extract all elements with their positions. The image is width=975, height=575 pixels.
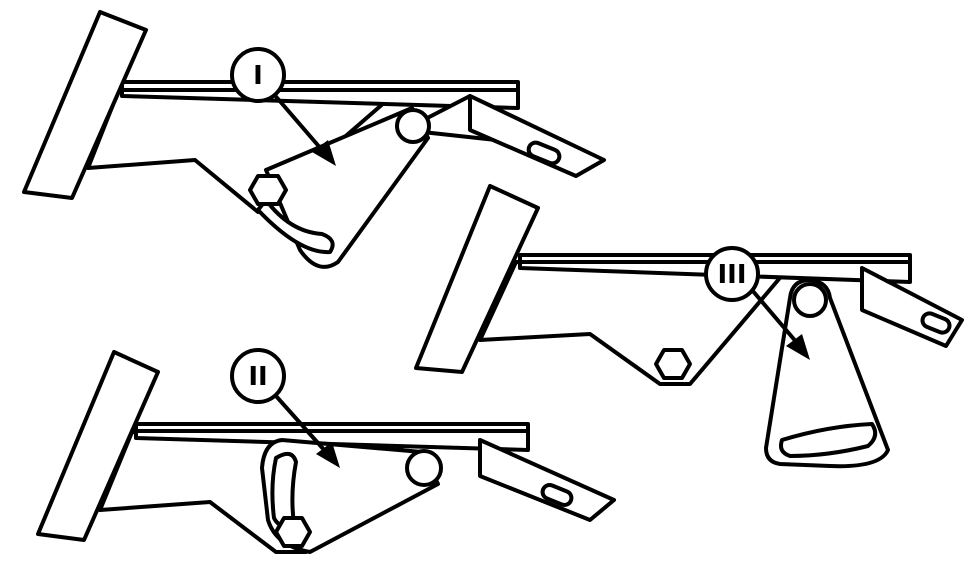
callout-three-label: III bbox=[717, 260, 746, 290]
assembly-one-slotted-bracket bbox=[468, 94, 606, 178]
assembly-two-slot bbox=[540, 483, 574, 507]
assembly-three-swing-arm bbox=[764, 278, 890, 469]
callout-two: II bbox=[230, 348, 340, 468]
assembly-three-slot bbox=[920, 311, 952, 335]
assembly-one-post bbox=[22, 10, 148, 200]
assembly-one: I bbox=[22, 10, 606, 269]
callout-three: III bbox=[704, 246, 810, 360]
assembly-three-hex-bolt bbox=[654, 348, 692, 380]
callout-one: I bbox=[230, 47, 336, 166]
assembly-three-curved-slot bbox=[779, 422, 878, 458]
assembly-three-post bbox=[414, 184, 540, 374]
assembly-one-pivot bbox=[395, 108, 431, 144]
assembly-two-hex-bolt bbox=[274, 516, 312, 548]
assembly-one-slot bbox=[526, 140, 562, 166]
callout-one-label: I bbox=[253, 61, 263, 91]
assembly-two: II bbox=[36, 348, 616, 554]
assembly-two-post bbox=[36, 350, 160, 542]
assembly-one-hex-bolt bbox=[248, 174, 288, 206]
assembly-one-curved-slot bbox=[256, 198, 335, 255]
assembly-three: III bbox=[414, 184, 964, 469]
assembly-two-slotted-bracket bbox=[478, 438, 616, 522]
assembly-one-swing-arm bbox=[264, 106, 430, 269]
assembly-two-pivot bbox=[405, 449, 443, 487]
callout-two-label: II bbox=[248, 362, 267, 392]
assembly-two-curved-slot bbox=[270, 451, 298, 528]
assembly-three-pivot bbox=[792, 282, 828, 318]
